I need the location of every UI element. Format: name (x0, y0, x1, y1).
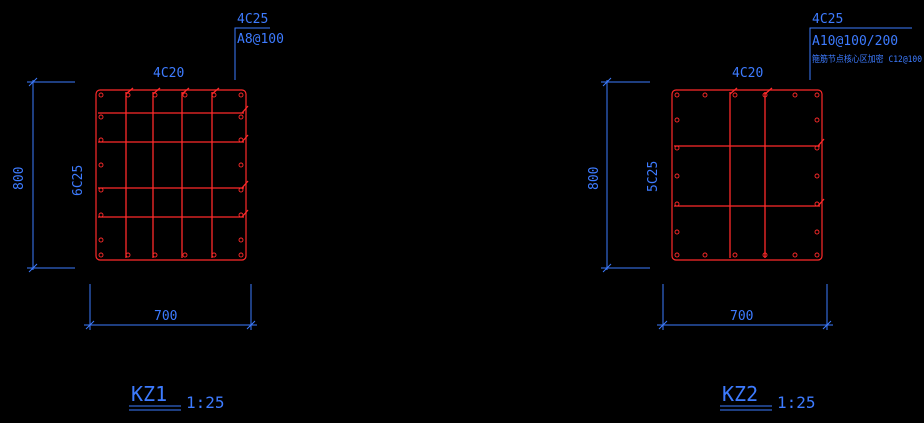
kz1-rebar (98, 137, 104, 143)
kz1-rebar (238, 212, 244, 218)
kz2-rebar (674, 92, 680, 98)
kz2-scale: 1:25 (777, 393, 816, 412)
kz2-stirrup-label: A10@100/200 (812, 34, 898, 49)
kz1-leader-line (234, 27, 270, 80)
kz1-scale: 1:25 (186, 393, 225, 412)
kz1-rebar (98, 187, 104, 193)
kz2-height-value: 800 (587, 167, 602, 190)
kz1-height-dimension (27, 77, 75, 273)
kz2-rebar (814, 117, 820, 123)
section-kz1: 4C25 A8@100 4C20 6C25 800 700 KZ1 (12, 12, 284, 412)
kz2-rebar (814, 201, 820, 207)
kz2-height-dimension (601, 77, 650, 273)
kz1-rebar (98, 237, 104, 243)
kz1-rebar (98, 92, 104, 98)
kz2-rebar (674, 145, 680, 151)
kz2-rebar (762, 252, 768, 258)
kz1-rebar (238, 92, 244, 98)
kz2-rebar (814, 92, 820, 98)
kz1-rebar (98, 114, 104, 120)
kz2-rebar (732, 252, 738, 258)
kz1-width-dimension (84, 284, 257, 330)
kz2-rebar (814, 173, 820, 179)
kz1-side-bars-label: 6C25 (71, 165, 86, 196)
kz1-rebar (98, 252, 104, 258)
kz1-rebar (182, 92, 188, 98)
kz2-width-dimension (657, 284, 833, 330)
kz1-rebar (125, 92, 131, 98)
kz2-rebar (674, 117, 680, 123)
kz2-rebar (814, 229, 820, 235)
kz2-width-value: 700 (730, 309, 753, 324)
kz1-rebar (211, 92, 217, 98)
section-kz2: 4C25 A10@100/200 箍筋节点核心区加密 C12@100 4C20 … (587, 12, 922, 412)
kz1-rebar (238, 187, 244, 193)
kz2-rebar (792, 252, 798, 258)
kz1-corner-bars-label: 4C25 (237, 12, 268, 27)
kz2-rebar-group (671, 87, 825, 261)
kz1-tie-hook (241, 105, 249, 114)
kz1-rebar (238, 137, 244, 143)
kz2-section-name: KZ2 (722, 382, 758, 406)
kz1-rebar (98, 212, 104, 218)
kz2-rebar (762, 92, 768, 98)
kz1-rebar (125, 252, 131, 258)
kz1-stirrup-label: A8@100 (237, 32, 284, 47)
kz2-rebar (674, 229, 680, 235)
kz1-rebar (182, 252, 188, 258)
kz2-rebar (732, 92, 738, 98)
kz2-stirrup-note: 箍筋节点核心区加密 C12@100 (812, 53, 922, 65)
kz2-top-bars-label: 4C20 (732, 66, 763, 81)
kz2-rebar (702, 92, 708, 98)
kz1-tie-hook (181, 87, 190, 95)
kz1-height-value: 800 (12, 167, 27, 190)
kz1-rebar (238, 237, 244, 243)
kz2-rebar (702, 252, 708, 258)
kz1-top-bars-label: 4C20 (153, 66, 184, 81)
kz2-tie-hook (729, 87, 738, 95)
kz2-rebar (814, 145, 820, 151)
kz2-rebar (792, 92, 798, 98)
kz1-rebar (211, 252, 217, 258)
kz2-leader-line (809, 27, 912, 80)
kz2-side-bars-label: 5C25 (646, 161, 661, 192)
kz2-rebar (674, 201, 680, 207)
kz2-corner-bars-label: 4C25 (812, 12, 843, 27)
kz1-rebar (238, 114, 244, 120)
kz1-width-value: 700 (154, 309, 177, 324)
kz1-rebar (238, 252, 244, 258)
kz1-rebar (152, 92, 158, 98)
kz2-rebar (814, 252, 820, 258)
kz2-outer-stirrup (671, 89, 823, 261)
kz2-rebar (674, 252, 680, 258)
kz1-rebar (238, 162, 244, 168)
kz2-tie-hook (817, 138, 825, 147)
kz1-outer-stirrup (95, 89, 247, 261)
kz1-rebar (152, 252, 158, 258)
kz1-rebar (98, 162, 104, 168)
kz1-tie-hook (241, 180, 249, 189)
kz1-rebar-group (95, 87, 249, 261)
kz2-rebar (674, 173, 680, 179)
kz1-section-name: KZ1 (131, 382, 167, 406)
